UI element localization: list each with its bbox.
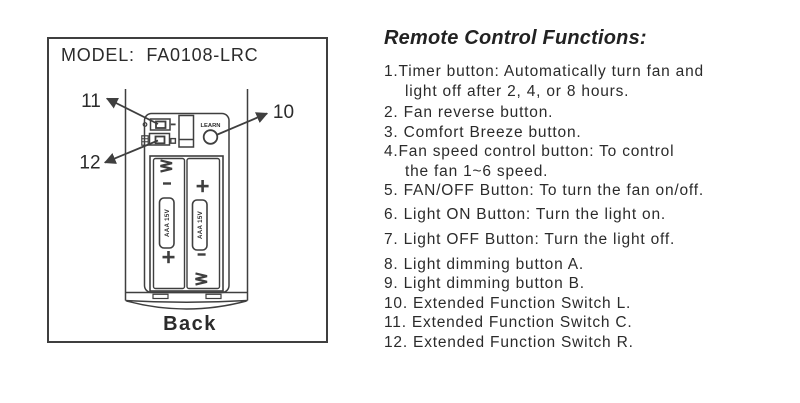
function-item-line: the fan 1~6 speed.	[405, 162, 549, 180]
function-item-7: 7. Light OFF Button: Turn the light off.	[384, 230, 796, 250]
model-diagram-box	[47, 37, 328, 343]
function-item-8: 8. Light dimming button A.	[384, 255, 796, 275]
function-item-5: 5. FAN/OFF Button: To turn the fan on/of…	[384, 181, 796, 201]
function-item-11: 11. Extended Function Switch C.	[384, 313, 796, 333]
function-item-6: 6. Light ON Button: Turn the light on.	[384, 205, 796, 225]
function-item-9: 9. Light dimming button B.	[384, 274, 796, 294]
function-item-line: 5. FAN/OFF Button: To turn the fan on/of…	[384, 182, 704, 199]
function-item-line: 4.Fan speed control button: To control	[384, 143, 675, 160]
back-view-label: Back	[163, 313, 217, 335]
functions-section: Remote Control Functions: 1.Timer button…	[384, 26, 796, 352]
function-item-line: 9. Light dimming button B.	[384, 275, 585, 292]
function-item-line: 11. Extended Function Switch C.	[384, 314, 633, 331]
function-item-line: light off after 2, 4, or 8 hours.	[405, 82, 630, 100]
function-list: 1.Timer button: Automatically turn fan a…	[384, 62, 796, 352]
function-item-4: 4.Fan speed control button: To control th…	[384, 142, 796, 181]
function-item-line: 7. Light OFF Button: Turn the light off.	[384, 231, 676, 248]
function-item-line: 8. Light dimming button A.	[384, 255, 585, 273]
function-item-1: 1.Timer button: Automatically turn fan a…	[384, 62, 796, 101]
functions-title: Remote Control Functions:	[384, 27, 647, 49]
function-item-line: 3. Comfort Breeze button.	[384, 123, 582, 141]
function-item-3: 3. Comfort Breeze button.	[384, 123, 796, 143]
function-item-line: 10. Extended Function Switch L.	[384, 294, 632, 312]
function-item-line: 1.Timer button: Automatically turn fan a…	[384, 63, 704, 80]
function-item-line: 2. Fan reverse button.	[384, 104, 554, 121]
function-item-line: 12. Extended Function Switch R.	[384, 333, 634, 351]
function-item-10: 10. Extended Function Switch L.	[384, 294, 796, 314]
function-item-line: 6. Light ON Button: Turn the light on.	[384, 205, 666, 223]
function-item-12: 12. Extended Function Switch R.	[384, 333, 796, 353]
function-item-2: 2. Fan reverse button.	[384, 103, 796, 123]
model-label: MODEL: FA0108-LRC	[61, 45, 259, 65]
